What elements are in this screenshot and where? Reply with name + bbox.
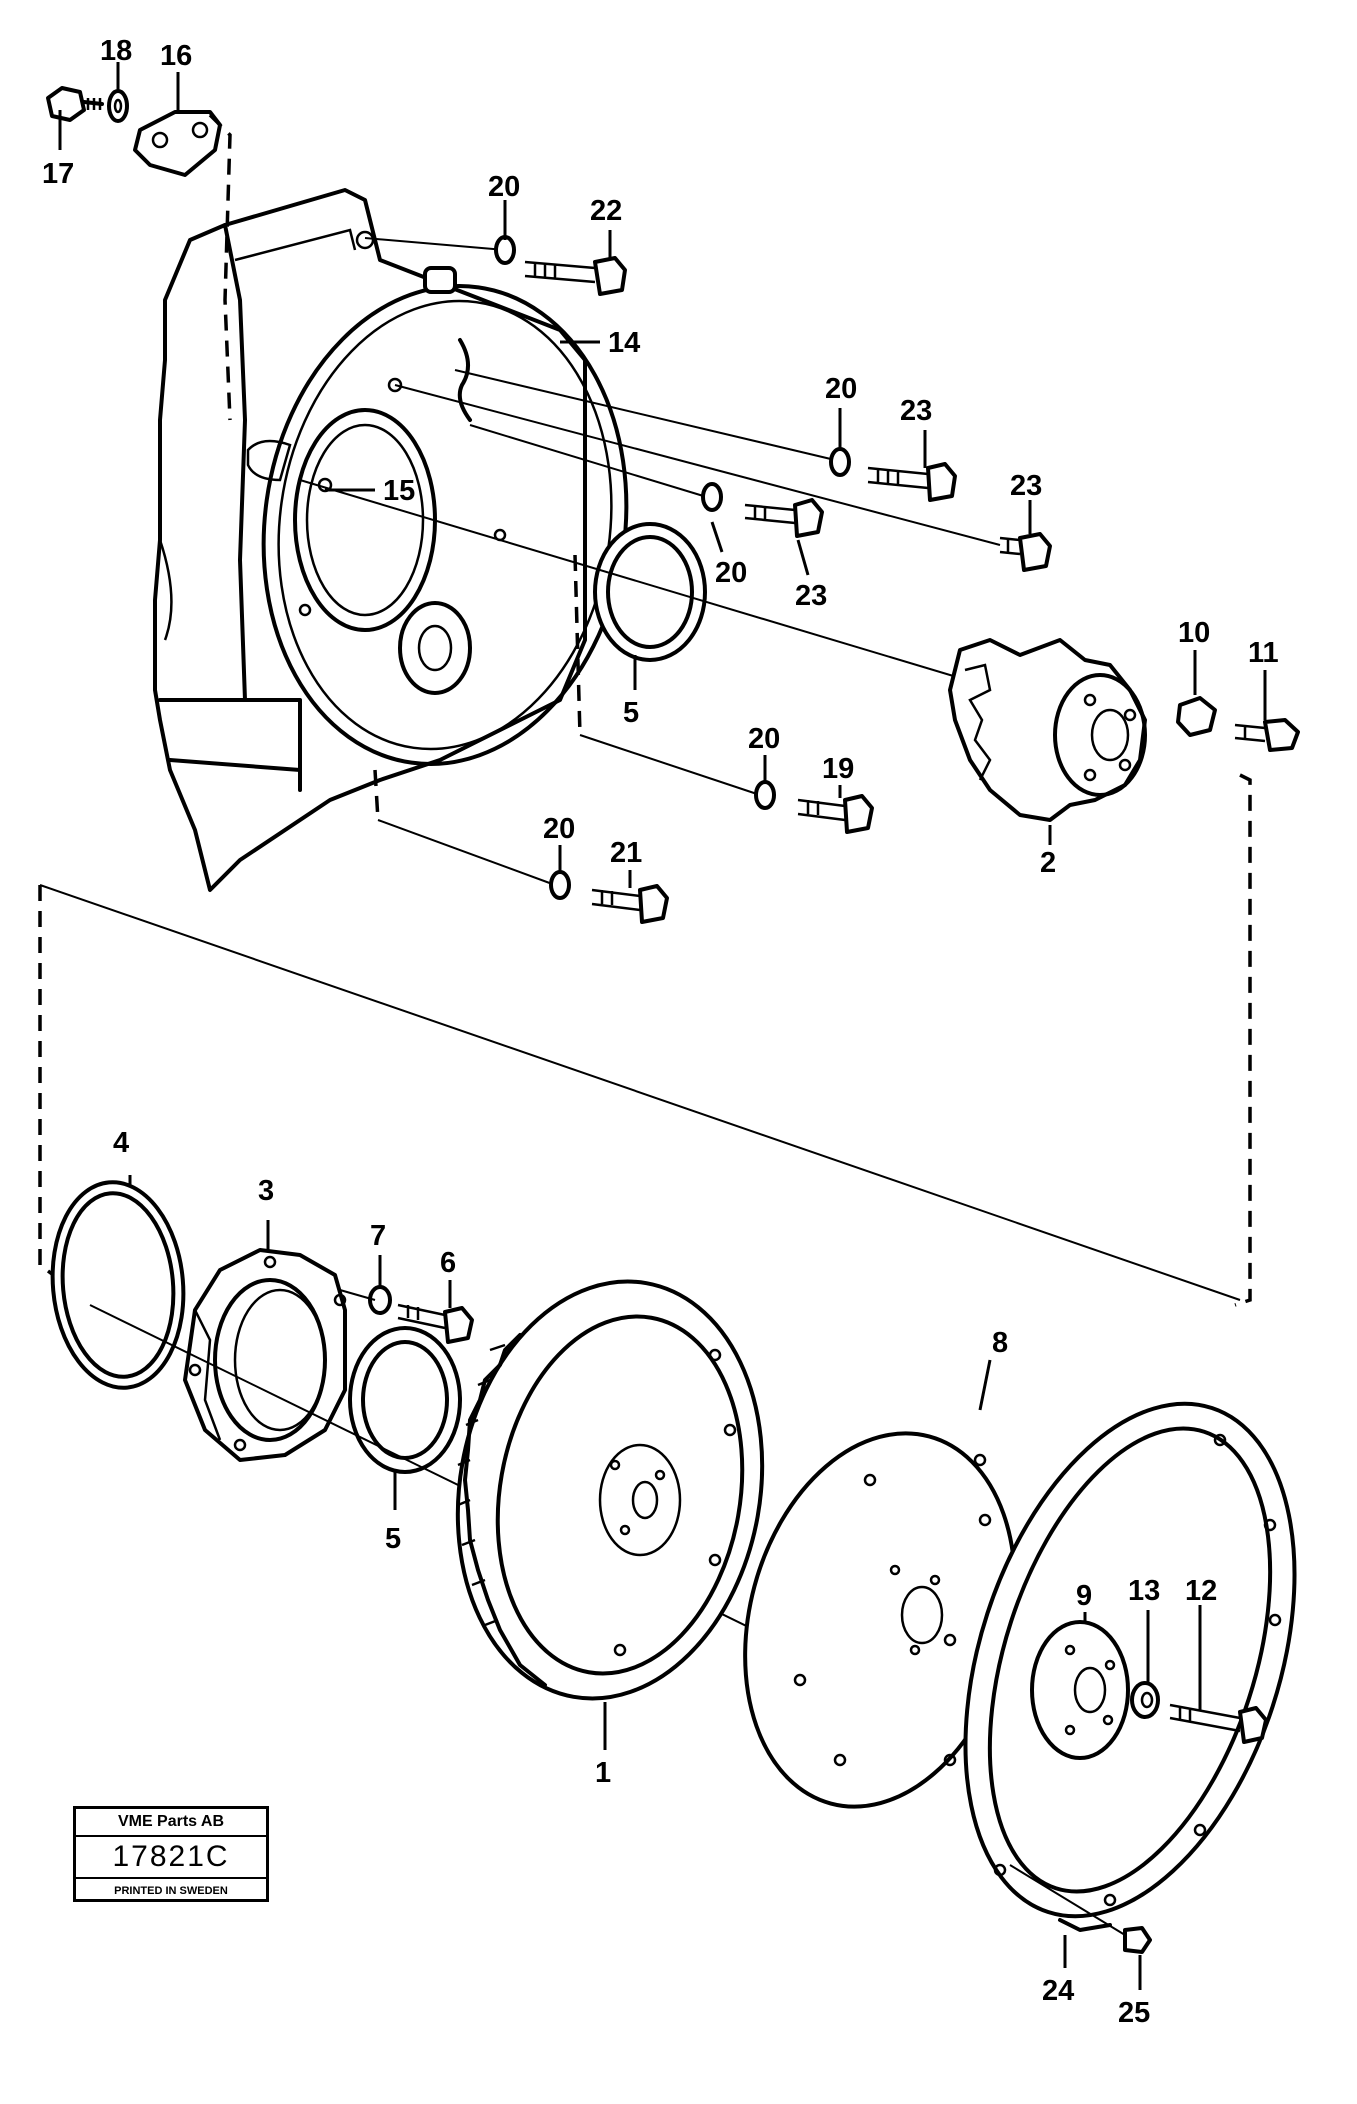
callout-12: 12 [1185,1575,1217,1607]
bolt-12 [1169,1703,1268,1744]
starter-ring [943,1401,1297,1932]
cover-plate [133,110,222,177]
bolt-23-middle [469,424,824,538]
callout-13: 13 [1128,1575,1160,1607]
callout-21: 21 [610,837,642,869]
callout-numbers: 18 16 17 20 22 14 20 23 23 15 20 23 5 10… [42,35,1279,2029]
callout-18: 18 [100,35,132,67]
callout-17: 17 [42,158,74,190]
callout-23-a: 23 [900,395,932,427]
seal-ring-lower [348,1326,462,1474]
washer-13 [1130,1681,1160,1719]
hub-plate [1030,1620,1130,1760]
callout-23-c: 23 [795,580,827,612]
spacer-10 [1176,696,1217,737]
stamp-drawing-number: 17821C [76,1837,266,1879]
o-ring [50,1180,186,1390]
flywheel [89,1279,1001,1751]
callout-16: 16 [160,40,192,72]
title-stamp: VME Parts AB 17821C PRINTED IN SWEDEN [73,1806,269,1902]
hex-bolt [46,86,104,122]
callout-5-upper: 5 [623,697,639,729]
callout-1: 1 [595,1757,611,1789]
callout-5-lower: 5 [385,1523,401,1555]
callout-14: 14 [608,327,640,359]
stamp-company: VME Parts AB [76,1809,266,1837]
leader-lines [58,62,1267,1990]
callout-20-c: 20 [715,557,747,589]
callout-20-e: 20 [543,813,575,845]
callout-2: 2 [1040,847,1056,879]
callout-7: 7 [370,1220,386,1252]
callout-8: 8 [992,1327,1008,1359]
callout-3: 3 [258,1175,274,1207]
callout-11: 11 [1248,637,1279,669]
bolt-6 [339,1289,474,1344]
callout-9: 9 [1076,1580,1092,1612]
callout-20-a: 20 [488,171,520,203]
callout-22: 22 [590,195,622,227]
flywheel-housing [153,188,629,892]
callout-20-b: 20 [825,373,857,405]
dowel-pin [1009,1864,1152,1954]
bolt-11 [1234,718,1300,752]
seal-ring-upper [593,522,707,662]
callout-20-d: 20 [748,723,780,755]
bolt-19 [573,554,874,834]
callout-23-b: 23 [1010,470,1042,502]
bolt-23-right [394,384,1052,572]
bolt-21 [373,769,669,924]
idler-gear [299,479,1147,822]
callout-15: 15 [383,475,415,507]
callout-10: 10 [1178,617,1210,649]
bolt-22 [364,235,627,296]
stamp-printed: PRINTED IN SWEDEN [114,1885,228,1897]
callout-25: 25 [1118,1997,1150,2029]
callout-4: 4 [113,1127,129,1159]
callout-6: 6 [440,1247,456,1279]
bearing-housing [183,1248,347,1462]
callout-24: 24 [1042,1975,1074,2007]
washer [107,89,129,123]
callout-19: 19 [822,753,854,785]
